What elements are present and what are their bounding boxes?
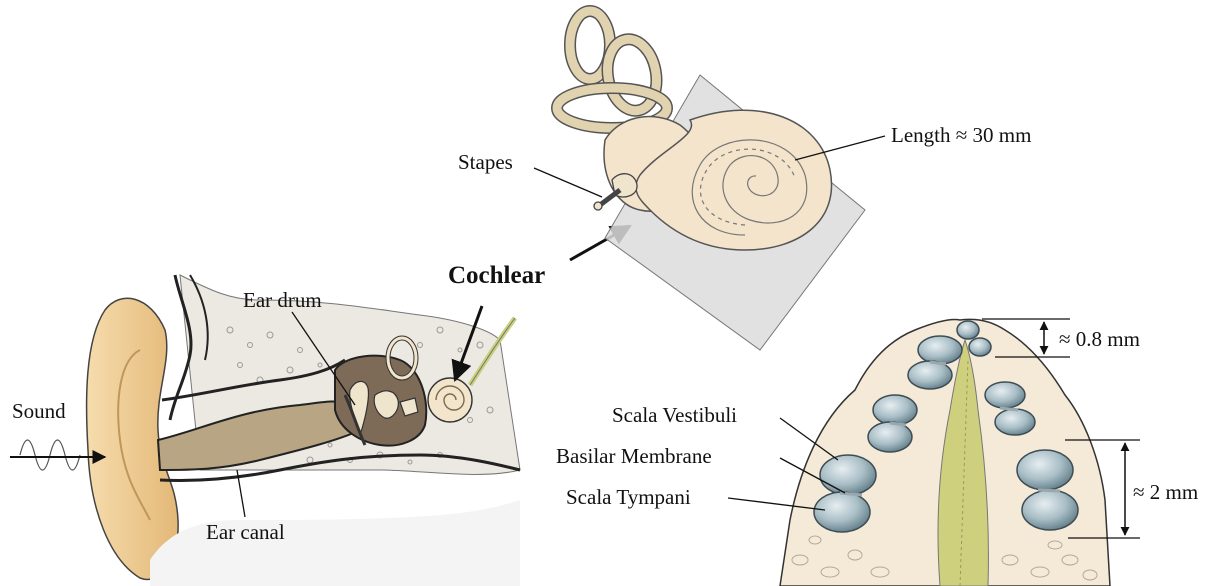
cochlea-cross-section	[780, 319, 1110, 586]
length-label: Length ≈ 30 mm	[891, 125, 1031, 146]
semicircular-canals	[557, 11, 667, 128]
basilar-membrane-label: Basilar Membrane	[556, 446, 712, 467]
scala-vestibuli-label: Scala Vestibuli	[612, 405, 737, 426]
height-top-label: ≈ 0.8 mm	[1059, 329, 1140, 350]
cochlea-illustration	[557, 11, 865, 350]
sound-label: Sound	[12, 401, 66, 422]
stapes-leader	[534, 168, 602, 197]
height-bottom-label: ≈ 2 mm	[1133, 482, 1198, 503]
ear-drum-label: Ear drum	[243, 290, 322, 311]
ear-canal-label: Ear canal	[206, 522, 285, 543]
cochlear-label: Cochlear	[448, 263, 545, 288]
outer-ear-illustration	[87, 275, 520, 586]
stapes-label: Stapes	[458, 152, 513, 173]
scala-tympani-label: Scala Tympani	[566, 487, 691, 508]
